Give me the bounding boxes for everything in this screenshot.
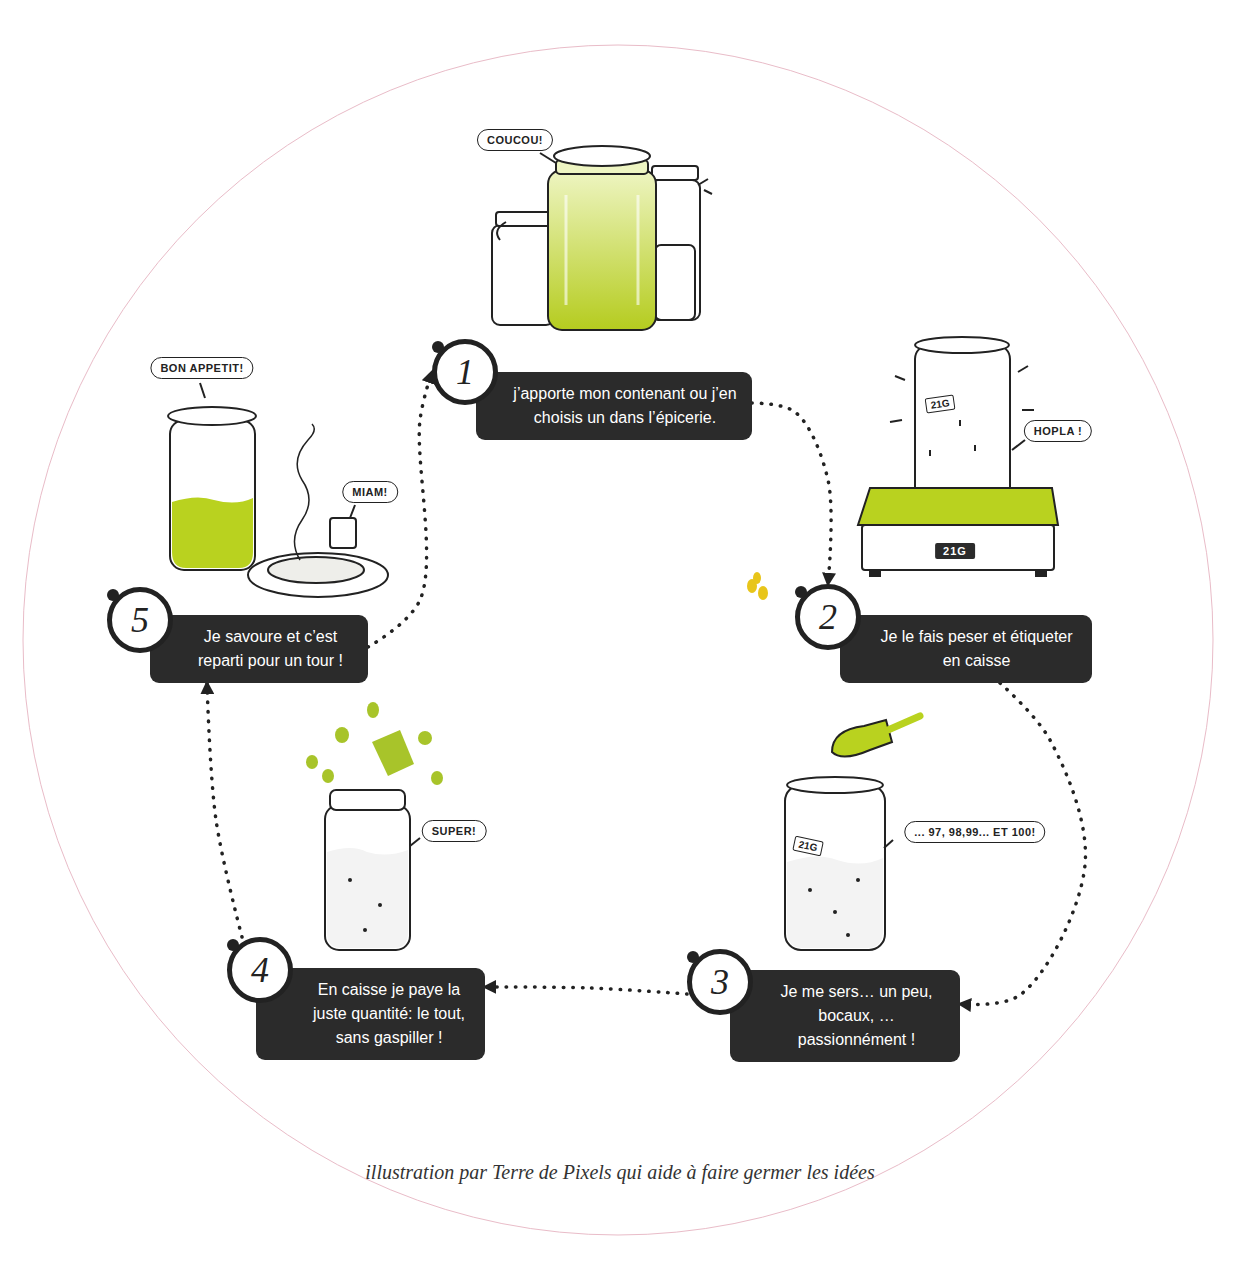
speech-bubble: BON APPETIT! (150, 357, 253, 379)
step-text: Je me sers… un peu, bocaux, …passionnéme… (767, 980, 946, 1052)
weight-tag: 21G (792, 836, 823, 857)
meal-illustration-part (168, 407, 256, 425)
scoop-jar-illustration-part (787, 777, 883, 793)
cycle-arrow (485, 987, 687, 994)
jars-illustration-part (655, 245, 695, 320)
step-box: Je le fais peser et étiqueter en caisse 2 (795, 584, 1092, 683)
meal-illustration-part (294, 424, 314, 560)
step-panel: Je me sers… un peu, bocaux, …passionnéme… (730, 970, 960, 1062)
jars-illustration-part (650, 180, 700, 320)
paid-jar-illustration-part-part (335, 727, 349, 743)
meal-illustration-part (268, 557, 364, 583)
meal-illustration-part (200, 383, 355, 518)
step-panel: j’apporte mon contenant ou j’en choisis … (476, 372, 752, 440)
scale-illustration-part (1036, 570, 1046, 576)
step-panel: Je savoure et c’est reparti pour un tour… (150, 615, 368, 683)
jars-illustration-part (540, 153, 556, 163)
paid-jar-illustration-part-part (372, 730, 414, 776)
jars-illustration-part (566, 195, 638, 305)
step-number: 4 (227, 937, 293, 1003)
speech-bubble: MIAM! (342, 481, 398, 503)
step-panel: Je le fais peser et étiqueter en caisse (840, 615, 1092, 683)
seeds-part (758, 586, 768, 600)
paid-jar-illustration-part-part (306, 755, 318, 769)
scoop-jar-illustration-part (833, 910, 837, 914)
step-text: Je le fais peser et étiqueter en caisse (875, 625, 1078, 673)
speech-bubble: ... 97, 98,99... ET 100! (904, 821, 1045, 843)
caption: illustration par Terre de Pixels qui aid… (365, 1161, 874, 1184)
paid-jar-illustration-part (363, 928, 367, 932)
scale-illustration-part (915, 337, 1009, 353)
jars-illustration-part (698, 179, 712, 194)
paid-jar-illustration-part (306, 702, 443, 785)
step-number: 2 (795, 584, 861, 650)
step-text: j’apporte mon contenant ou j’en choisis … (512, 382, 738, 430)
seeds-part (753, 572, 761, 584)
jars-illustration-part (492, 225, 554, 325)
jars-illustration-part (652, 166, 698, 180)
step-box: Je me sers… un peu, bocaux, …passionnéme… (687, 949, 960, 1062)
seeds (747, 572, 768, 600)
jars-illustration-part (548, 170, 656, 330)
step-box: En caisse je paye la juste quantité: le … (227, 937, 485, 1060)
step-number: 3 (687, 949, 753, 1015)
paid-jar-illustration-part-part (431, 771, 443, 785)
scale-illustration (858, 337, 1058, 576)
weight-tag: 21G (925, 395, 956, 414)
outer-ring (23, 45, 1213, 1235)
step-box: Je savoure et c’est reparti pour un tour… (107, 587, 368, 683)
cycle-arrow (960, 683, 1085, 1005)
cycle-arrow (368, 372, 432, 647)
paid-jar-illustration-part (348, 878, 352, 882)
speech-bubble: HOPLA ! (1024, 420, 1092, 442)
speech-bubble: COUCOU! (477, 129, 553, 151)
cycle-arrow (207, 683, 242, 937)
scale-display: 21G (935, 543, 975, 559)
paid-jar-illustration-part-part (367, 702, 379, 718)
jars-illustration-part (497, 222, 506, 240)
step-number: 5 (107, 587, 173, 653)
scale-illustration-part (858, 488, 1058, 525)
scoop-jar-illustration-part (846, 933, 850, 937)
scoop-jar-illustration-part (808, 888, 812, 892)
paid-jar-illustration-part (327, 848, 408, 948)
jars-illustration (492, 146, 712, 330)
speech-bubble: SUPER! (422, 820, 487, 842)
cycle-arrow (752, 403, 831, 584)
scoop-jar-illustration-part (785, 785, 885, 950)
step-text: En caisse je paye la juste quantité: le … (307, 978, 471, 1050)
meal-illustration-part (248, 553, 388, 597)
meal-illustration-part (170, 420, 255, 570)
step-box: j’apporte mon contenant ou j’en choisis … (432, 339, 752, 440)
paid-jar-illustration-part (330, 790, 405, 810)
meal-illustration-part (330, 518, 356, 548)
scoop-jar-illustration (785, 716, 920, 950)
meal-illustration-part (172, 497, 253, 568)
scale-illustration-part (862, 525, 1054, 570)
scoop-jar-illustration-part (856, 878, 860, 882)
jars-illustration-part (554, 146, 650, 166)
paid-jar-illustration-part (410, 838, 420, 846)
scoop-jar-illustration-part (884, 840, 893, 848)
paid-jar-illustration-part (325, 805, 410, 950)
scale-illustration-part (890, 366, 1034, 456)
scoop-jar-illustration-part (888, 716, 920, 730)
step-number: 1 (432, 339, 498, 405)
scale-illustration-part (915, 345, 1010, 510)
step-text: Je savoure et c’est reparti pour un tour… (187, 625, 354, 673)
scale-illustration-part (1012, 440, 1025, 450)
scale-illustration-part (870, 570, 880, 576)
scoop-jar-illustration-part (787, 856, 883, 948)
paid-jar-illustration-part-part (418, 731, 432, 745)
paid-jar-illustration-part-part (322, 769, 334, 783)
paid-jar-illustration-part (378, 903, 382, 907)
scoop-jar-illustration-part (832, 720, 892, 757)
